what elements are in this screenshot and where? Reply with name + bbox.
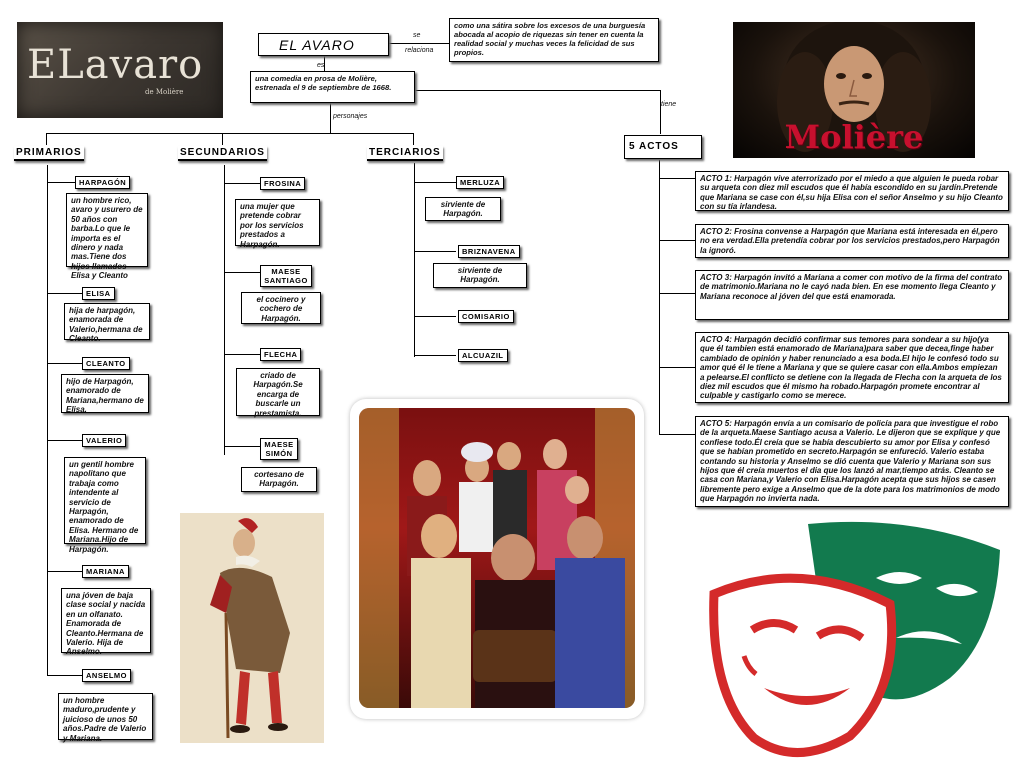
acto-3: ACTO 3: Harpagón invitó a Mariana a come… (695, 270, 1009, 320)
logo-subtitle: de Molière (145, 88, 184, 96)
character-desc-cleanto: hijo de Harpagón, enamorado de Mariana,h… (61, 374, 149, 414)
character-tag-elisa: ELISA (82, 287, 115, 300)
character-desc-elisa: hija de harpagón, enamorada de Valerio,h… (64, 303, 150, 343)
stage-scene (359, 408, 635, 708)
character-tag-maese-santiago: MAESE SANTIAGO (260, 265, 312, 287)
logo-title: ELavaro (27, 42, 204, 88)
character-tag-merluza: MERLUZA (456, 176, 505, 189)
harpagon-illustration (180, 513, 324, 743)
character-desc-briznavena: sirviente de Harpagón. (433, 263, 527, 288)
theatre-photo (350, 399, 644, 719)
acto-2: ACTO 2: Frosina convense a Harpagón que … (695, 224, 1009, 258)
character-tag-anselmo: ANSELMO (82, 669, 131, 682)
character-tag-valerio: VALERIO (82, 434, 127, 447)
character-tag-frosina: FROSINA (260, 177, 306, 190)
satire-description: como una sátira sobre los excesos de una… (449, 18, 659, 62)
character-desc-harpagon: un hombre rico, avaro y usurero de 50 añ… (66, 193, 148, 280)
portrait-caption: Molière (784, 118, 924, 156)
character-tag-alcuazil: ALCUAZIL (458, 349, 508, 362)
masks-shape (709, 521, 1000, 757)
comedy-description: una comedia en prosa de Molière, estrena… (250, 71, 415, 103)
category-terciarios: TERCIARIOS (367, 146, 443, 161)
character-desc-mariana: una jóven de baja clase social y nacida … (61, 588, 151, 656)
character-desc-maese-santiago: el cocinero y cochero de Harpagón. (241, 292, 321, 324)
character-tag-comisario: COMISARIO (458, 310, 514, 323)
moliere-portrait: Molière (733, 22, 975, 158)
category-actos: 5 ACTOS (624, 135, 702, 159)
character-desc-maese-simon: cortesano de Harpagón. (241, 467, 317, 492)
character-desc-frosina: una mujer que pretende cobrar por los se… (235, 199, 320, 249)
category-secundarios: SECUNDARIOS (178, 146, 267, 161)
character-tag-harpagon: HARPAGÓN (75, 176, 131, 189)
character-tag-cleanto: CLEANTO (82, 357, 130, 370)
character-desc-merluza: sirviente de Harpagón. (425, 197, 501, 221)
acto-5: ACTO 5: Harpagón envía a un comisario de… (695, 416, 1009, 507)
theatre-masks-icon (700, 518, 1010, 758)
link-personajes: personajes (333, 113, 368, 120)
acto-4: ACTO 4: Harpagón decidió confirmar sus t… (695, 332, 1009, 403)
character-tag-flecha: FLECHA (260, 348, 302, 361)
link-tiene: tiene (661, 101, 677, 108)
category-primarios: PRIMARIOS (14, 146, 84, 161)
harpagon-figure (210, 518, 290, 739)
character-desc-valerio: un gentil hombre napolitano que trabaja … (64, 457, 146, 554)
actors-group (359, 408, 635, 708)
character-tag-mariana: MARIANA (82, 565, 129, 578)
portrait-figure (777, 22, 931, 152)
el-avaro-logo: ELavaro de Molière (17, 22, 223, 118)
link-relaciona: relaciona (405, 47, 434, 54)
link-es: es (317, 62, 325, 69)
acto-1: ACTO 1: Harpagón vive aterrorizado por e… (695, 171, 1009, 211)
character-desc-anselmo: un hombre maduro,prudente y juicioso de … (58, 693, 153, 743)
character-tag-maese-simon: MAESE SIMÓN (260, 438, 298, 460)
character-tag-briznavena: BRIZNAVENA (458, 245, 520, 258)
diagram-title: EL AVARO (258, 33, 389, 56)
link-se: se (413, 32, 421, 39)
character-desc-flecha: criado de Harpagón.Se encarga de buscarl… (236, 368, 320, 418)
